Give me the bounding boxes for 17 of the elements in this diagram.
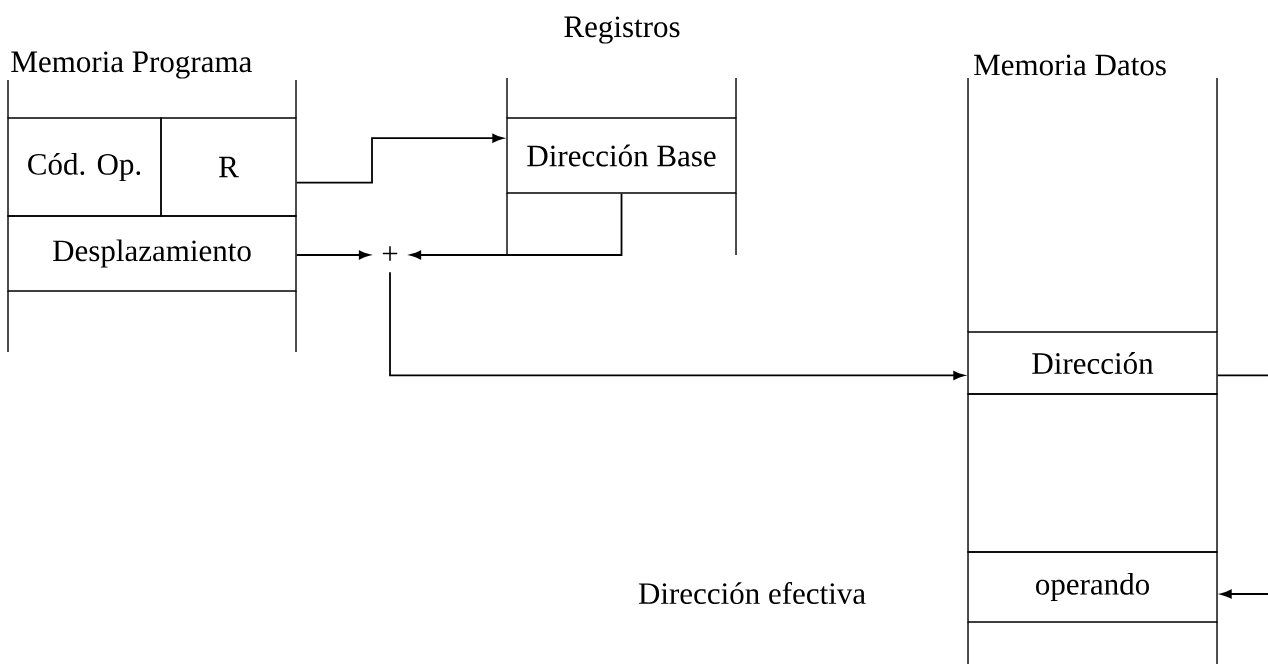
memory-cell: R [160, 117, 297, 217]
arrow [389, 271, 965, 380]
heading-label: Memoria Programa [11, 51, 252, 79]
heading-label: Memoria Datos [974, 54, 1166, 76]
memory-cell: Desplazamiento [7, 215, 297, 292]
memory-cell: Dirección Base [506, 117, 737, 194]
heading-label: Registros [564, 16, 680, 44]
arrow [295, 133, 504, 184]
memory-cell: Dirección [967, 331, 1218, 395]
heading-label: Dirección efectiva [638, 581, 866, 605]
adder-sign: + [382, 246, 398, 261]
arrow [410, 192, 623, 260]
arrow [295, 250, 370, 260]
memory-cell: operando [967, 551, 1218, 623]
arrow [1220, 589, 1268, 599]
empty-memory-cell [967, 393, 1218, 553]
memory-cell: Cód. Op. [7, 117, 162, 217]
